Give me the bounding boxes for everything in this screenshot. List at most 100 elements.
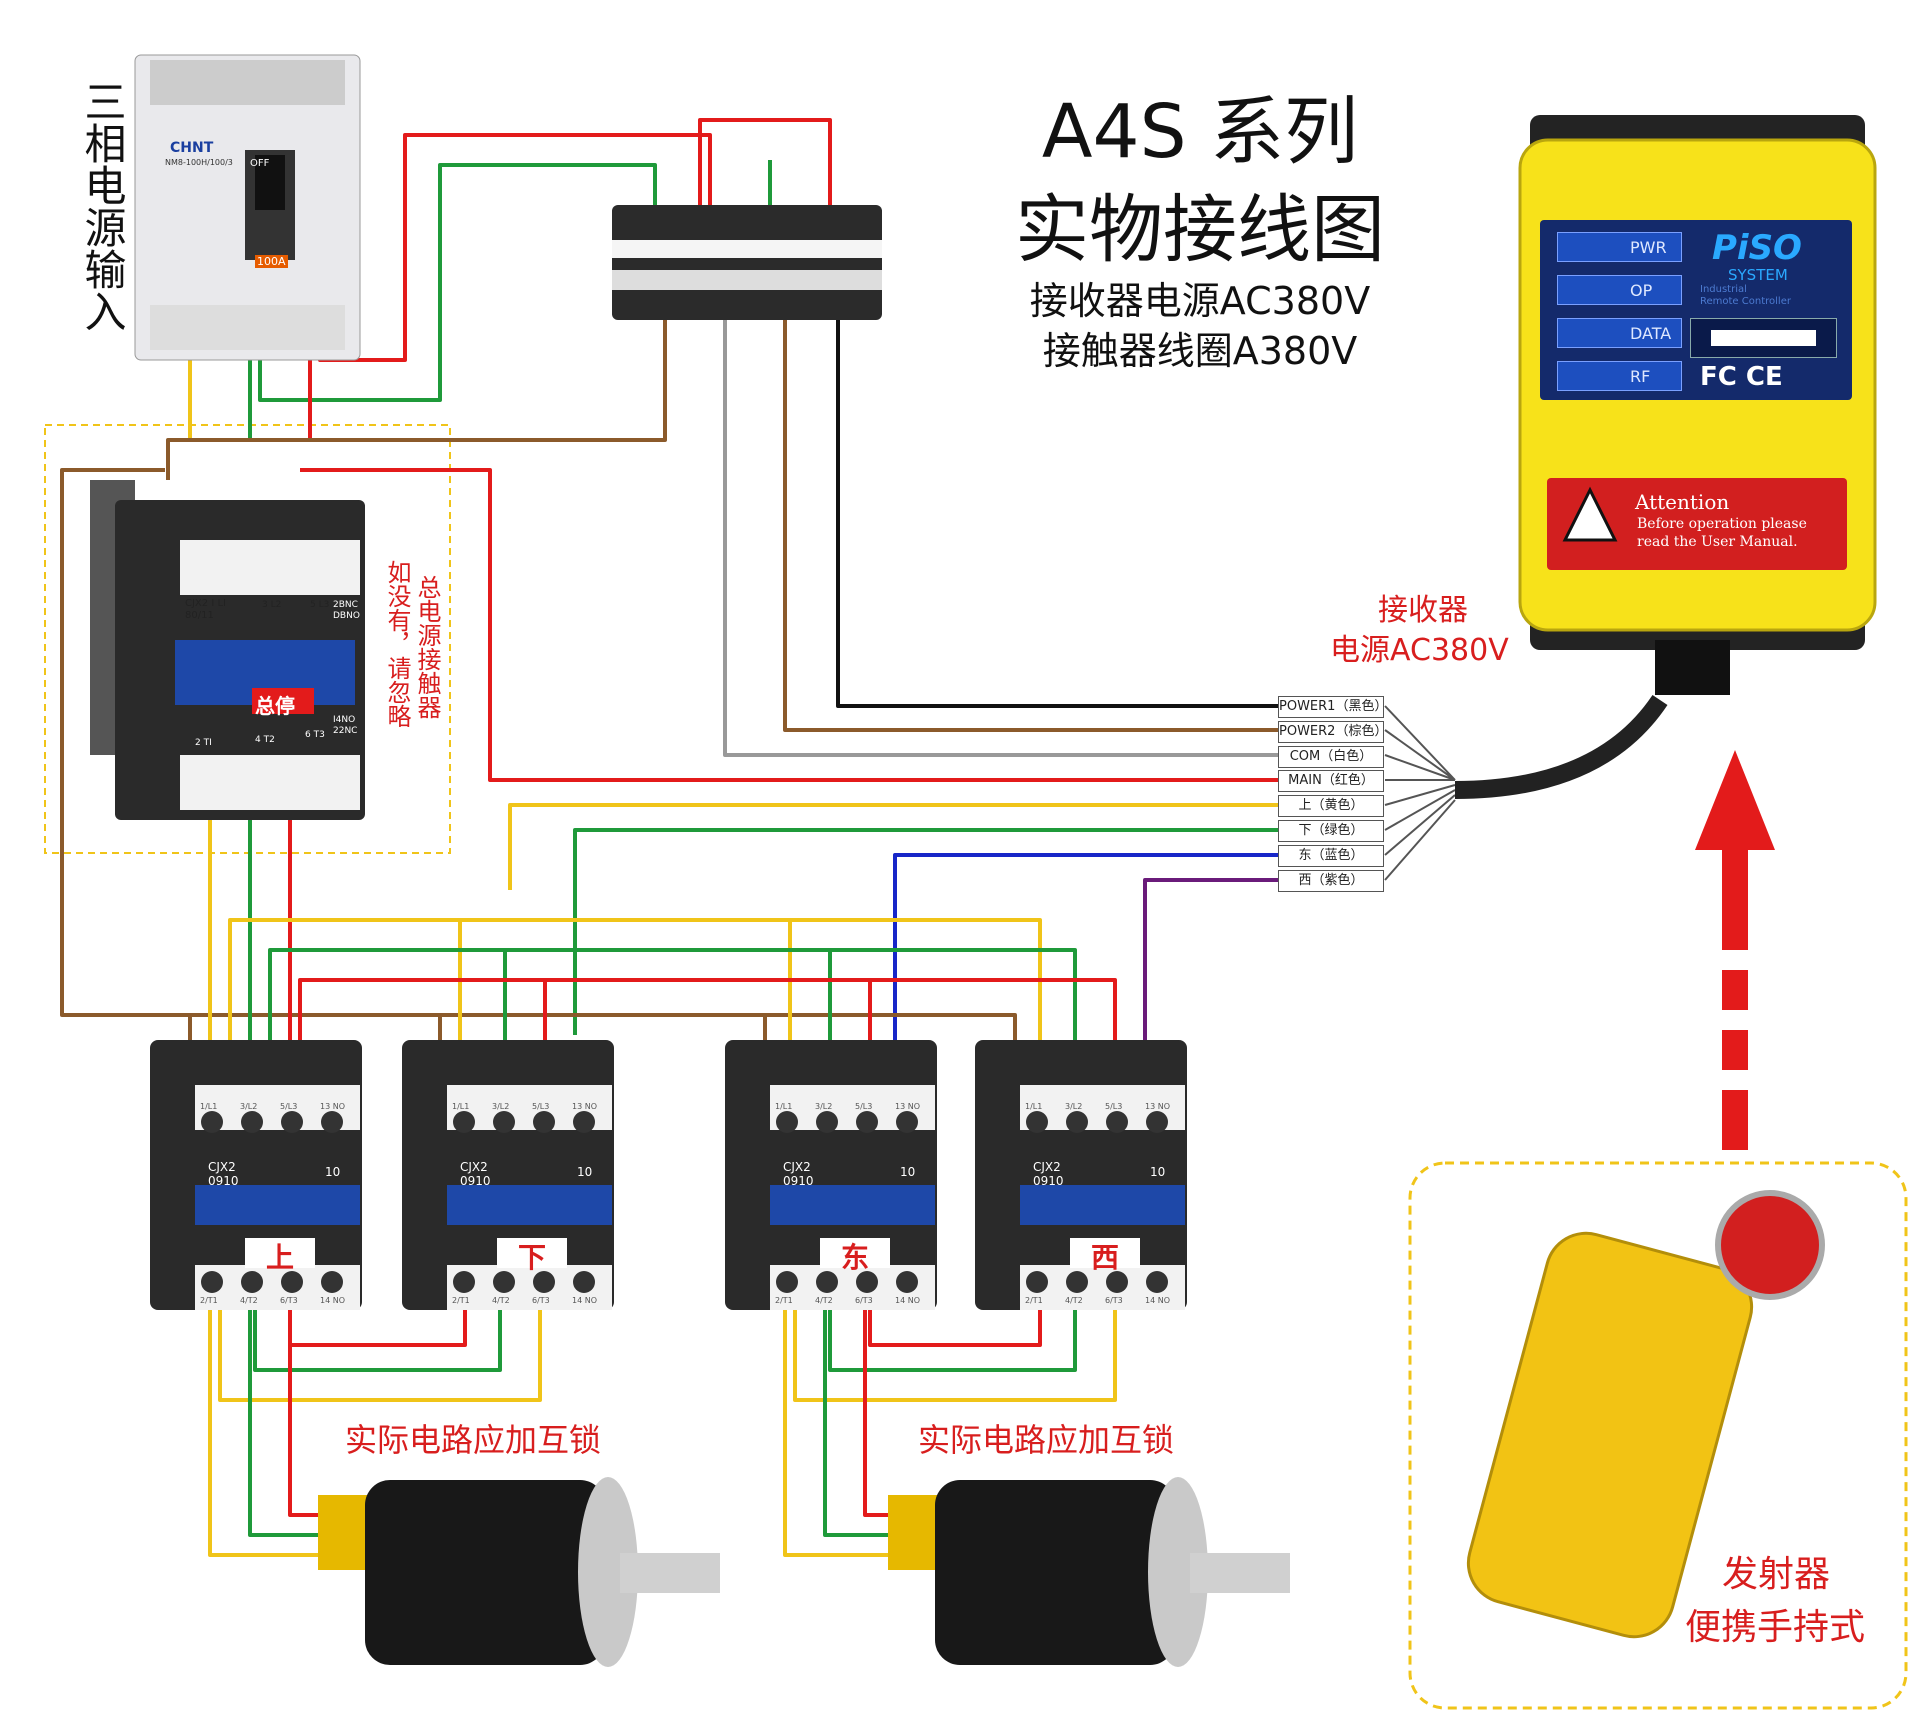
contactor-term-bottom: 2/T1 (200, 1296, 218, 1305)
main-contactor-term-t1: 2 TI (195, 738, 212, 748)
main-contactor-aux-4: 22NC (333, 726, 358, 736)
main-stop-label: 总停 (255, 694, 295, 718)
receiver-unit (1518, 115, 1877, 695)
wire-tag: 上（黄色） (1278, 795, 1384, 818)
interlock-right: 实际电路应加互锁 (918, 1421, 1175, 1459)
main-contactor-aux: 2BNC DBNO (333, 600, 360, 622)
main-contactor-aux-2: DBNO (333, 611, 360, 621)
contactor-label: 东 (841, 1241, 870, 1274)
ignore-note: 如没有，请忽略 (383, 560, 411, 728)
contactor-model: CJX2 (1033, 1160, 1061, 1174)
three-phase-label: 三相电源输入 (78, 80, 127, 332)
contactor-label: 西 (1091, 1241, 1120, 1274)
contactor-term-bottom: 6/T3 (1105, 1296, 1123, 1305)
title-line1: A4S 系列 (1041, 89, 1359, 175)
contactor-term-top: 3/L2 (815, 1102, 833, 1111)
contactor-term-top: 5/L3 (280, 1102, 298, 1111)
receiver-warn-line1: Before operation please (1637, 516, 1807, 532)
main-contactor-model-2: 80/11 (185, 610, 214, 621)
contactor-model2: 0910 (208, 1174, 239, 1188)
transmitter-box (1408, 1161, 1908, 1710)
receiver-indicator-op: OP (1557, 275, 1682, 305)
wire-brown (166, 318, 667, 480)
breaker-model: NM8-100H/100/3 (165, 158, 233, 167)
receiver-desc2: Remote Controller (1700, 296, 1791, 307)
contactor-term-bottom: 2/T1 (1025, 1296, 1043, 1305)
contactor-label: 上 (266, 1241, 295, 1274)
contactor-term-bottom: 6/T3 (532, 1296, 550, 1305)
contactor-2 (402, 1040, 614, 1310)
contactor-term-top: 13 NO (572, 1102, 598, 1111)
interlock-left: 实际电路应加互锁 (345, 1421, 602, 1459)
contactor-term-top: 5/L3 (1105, 1102, 1123, 1111)
contactor-4 (975, 1040, 1187, 1310)
terminal-block (612, 205, 882, 320)
breaker-state: OFF (250, 158, 270, 169)
contactor-term-top: 1/L1 (775, 1102, 793, 1111)
motor-right (888, 1477, 1290, 1667)
receiver-indicator-pwr: PWR (1557, 232, 1682, 262)
receiver-warn-line2: read the User Manual. (1637, 534, 1798, 550)
contactor-model2: 0910 (1033, 1174, 1064, 1188)
contactor-term-bottom: 4/T2 (1065, 1296, 1083, 1305)
receiver-power-label-1: 接收器 (1378, 593, 1468, 628)
contactor-term-top: 5/L3 (532, 1102, 550, 1111)
main-contactor-aux-1: 2BNC (333, 600, 358, 610)
contactor-term-bottom: 14 NO (1145, 1296, 1171, 1305)
main-contactor-term-l3: 5 L3 (310, 600, 330, 610)
transmitter-label-1: 发射器 (1722, 1554, 1831, 1595)
main-contactor-aux-3: I4NO (333, 715, 356, 725)
contactor-3 (725, 1040, 937, 1310)
transmitter-label-2: 便携手持式 (1685, 1607, 1866, 1648)
contactor-term-top: 1/L1 (200, 1102, 218, 1111)
motor-left (318, 1477, 720, 1667)
wire-tag: MAIN（红色） (1278, 770, 1384, 793)
red-arrow (1695, 750, 1775, 1150)
contactor-term-top: 5/L3 (855, 1102, 873, 1111)
main-contactor-model-1: CJX2 I LI (185, 598, 226, 609)
contactor-term-bottom: 4/T2 (492, 1296, 510, 1305)
contactor-term-bottom: 4/T2 (815, 1296, 833, 1305)
wire-tag: POWER1（黑色） (1278, 696, 1387, 718)
contactor-term-top: 13 NO (895, 1102, 921, 1111)
breaker-rating: 100A (255, 255, 288, 268)
receiver-desc1: Industrial (1700, 284, 1747, 295)
main-contactor-aux-b: I4NO 22NC (333, 715, 357, 737)
receiver-certs: FC CE (1700, 362, 1783, 392)
title-line2: 实物接线图 (1015, 187, 1385, 273)
contactor-term-top: 13 NO (320, 1102, 346, 1111)
main-contactor-note: 总电源接触器 (413, 575, 441, 719)
contactor-model: CJX2 (460, 1160, 488, 1174)
contactor-term-bottom: 2/T1 (775, 1296, 793, 1305)
title-sub2: 接触器线圈A380V (1042, 329, 1358, 373)
contactor-term-top: 3/L2 (240, 1102, 258, 1111)
contactor-aux: 10 (577, 1165, 593, 1179)
contactor-1 (150, 1040, 362, 1310)
contactor-model: CJX2 (783, 1160, 811, 1174)
receiver-indicator-rf: RF (1557, 361, 1682, 391)
wire-tag: 东（蓝色） (1278, 844, 1384, 867)
receiver-display-window (1711, 330, 1816, 346)
receiver-display (1690, 318, 1837, 358)
contactor-aux: 10 (1150, 1165, 1166, 1179)
receiver-power-label-2: 电源AC380V (1330, 633, 1509, 668)
contactor-label: 下 (518, 1241, 547, 1274)
main-contactor-model: CJX2 I LI 80/11 (185, 598, 226, 622)
wire-tag: 下（绿色） (1278, 820, 1384, 842)
contactor-model: CJX2 (208, 1160, 236, 1174)
title-sub1: 接收器电源AC380V (1029, 279, 1371, 323)
contactor-term-top: 3/L2 (1065, 1102, 1083, 1111)
contactor-term-bottom: 6/T3 (855, 1296, 873, 1305)
main-contactor-term-t2: 4 T2 (255, 735, 275, 745)
contactor-term-bottom: 4/T2 (240, 1296, 258, 1305)
receiver-warn-title: Attention (1635, 490, 1730, 514)
contactor-term-top: 13 NO (1145, 1102, 1171, 1111)
contactor-term-bottom: 6/T3 (280, 1296, 298, 1305)
main-contactor-term-t3: 6 T3 (305, 730, 325, 740)
contactor-term-top: 3/L2 (492, 1102, 510, 1111)
wire-tag: 西（紫色） (1278, 869, 1384, 892)
receiver-brand-sub: SYSTEM (1728, 266, 1788, 284)
contactor-model2: 0910 (460, 1174, 491, 1188)
